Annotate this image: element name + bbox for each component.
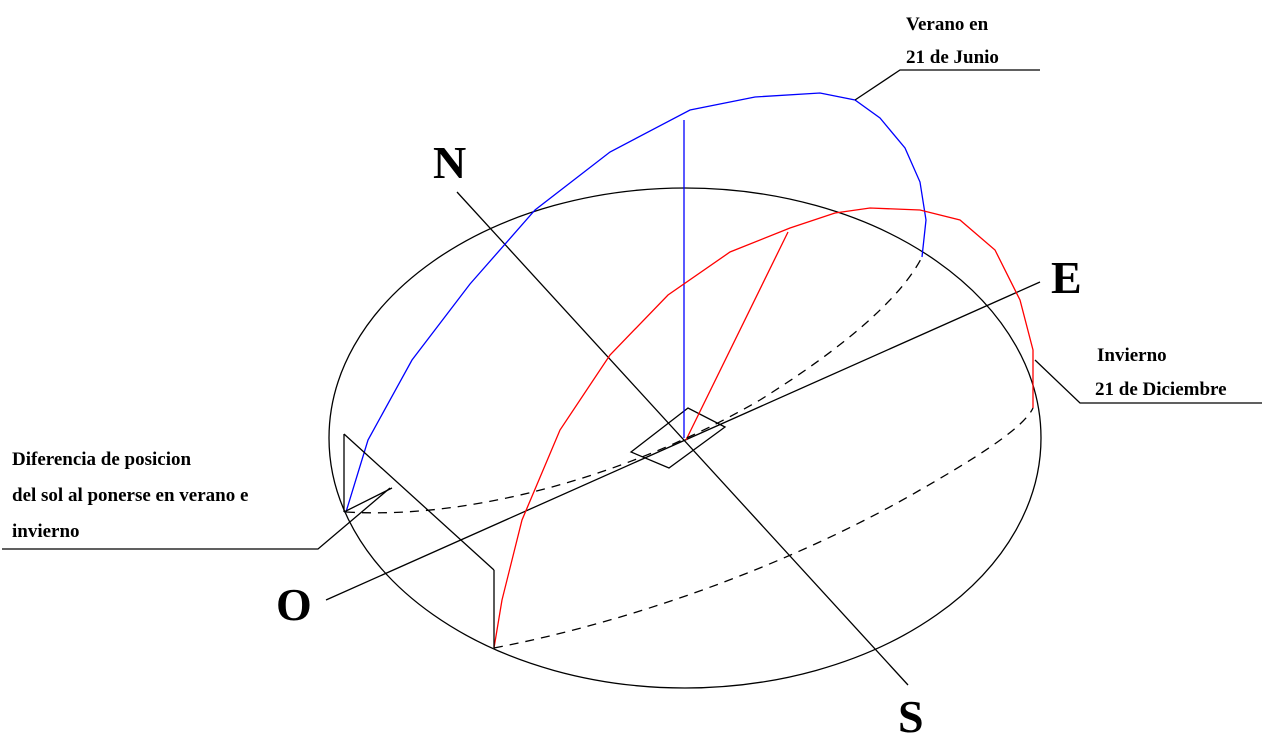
winter-leader-line (1034, 359, 1262, 404)
summer-leader-line (854, 69, 1040, 101)
north-south-axis (456, 191, 909, 686)
summer-below-horizon-arc (345, 256, 923, 514)
summer-sun-path (345, 92, 927, 513)
summer-label-line1: Verano en (906, 14, 989, 35)
sunset-difference-connector (343, 433, 495, 571)
winter-sun-path (493, 207, 1034, 649)
south-label: S (898, 691, 924, 739)
winter-noon-line (685, 231, 789, 441)
difference-label-line2: del sol al ponerse en verano e (12, 485, 248, 506)
difference-label-line3: invierno (12, 521, 80, 542)
winter-label-line1: Invierno (1097, 345, 1167, 366)
east-label: E (1051, 252, 1082, 303)
difference-label-line1: Diferencia de posicion (12, 449, 192, 470)
difference-leader-line (2, 487, 391, 550)
summer-label-line2: 21 de Junio (906, 47, 999, 68)
observer-plane (629, 407, 727, 469)
winter-label-line2: 21 de Diciembre (1095, 379, 1227, 400)
sunset-difference-base (343, 487, 393, 513)
east-west-axis (325, 281, 1041, 601)
north-label: N (433, 137, 466, 188)
horizon-ellipse (328, 187, 1042, 689)
west-label: O (276, 579, 312, 630)
